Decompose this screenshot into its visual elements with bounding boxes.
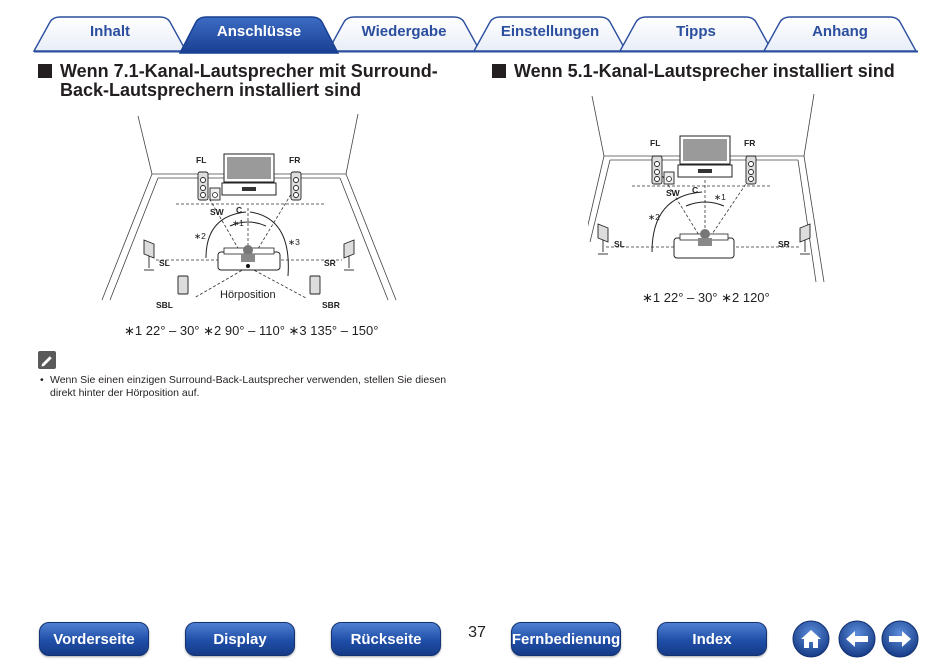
diagram-51-layout: FL FR SW C SL SR ∗1 ∗2	[588, 93, 825, 283]
tab-shape-anhang[interactable]	[762, 16, 918, 52]
tab-shape-anschluesse[interactable]	[178, 16, 340, 54]
label-sbl: SBL	[156, 300, 173, 308]
home-icon[interactable]	[792, 620, 830, 658]
label-fl: FL	[650, 138, 660, 148]
nav-button-front-panel[interactable]: Vorderseite	[39, 622, 149, 656]
nav-button-index[interactable]: Index	[657, 622, 767, 656]
nav-button-remote-control[interactable]: Fernbedienung	[511, 622, 621, 656]
sofa-listener-icon	[217, 245, 281, 271]
tv-icon	[221, 153, 277, 196]
angle-arcs	[205, 211, 289, 277]
heading-71-line1: Wenn 7.1-Kanal-Lautsprecher mit Surround…	[60, 61, 438, 81]
label-listening-position: Hörposition	[220, 289, 276, 301]
label-sbr: SBR	[322, 300, 340, 308]
tab-shape-tipps[interactable]	[618, 16, 774, 52]
subwoofer-icon	[663, 171, 675, 185]
heading-51-speakers: Wenn 5.1-Kanal-Lautsprecher installiert …	[492, 62, 922, 81]
speaker-fr-icon	[290, 171, 302, 201]
tab-shape-wiedergabe[interactable]	[326, 16, 482, 52]
speaker-sbr-icon	[309, 275, 321, 295]
tab-anschluesse[interactable]: Anschlüsse	[216, 23, 302, 40]
label-c: C	[236, 205, 242, 215]
tv-icon	[677, 135, 733, 178]
angle-legend-51: ∗1 22° – 30° ∗2 120°	[642, 290, 770, 305]
angle-arcs	[651, 191, 725, 253]
label-sr: SR	[778, 239, 790, 249]
heading-bullet-square	[492, 64, 506, 78]
label-angle-3: ∗3	[288, 237, 300, 247]
nav-button-rear-panel[interactable]: Rückseite	[331, 622, 441, 656]
label-angle-1: ∗1	[714, 192, 726, 202]
speaker-sl-icon	[597, 223, 609, 255]
label-fl: FL	[196, 155, 206, 165]
label-angle-2: ∗2	[194, 231, 206, 241]
tab-bar: Inhalt Anschlüsse Wiedergabe Einstellung…	[0, 0, 950, 56]
heading-71-line2: Back-Lautsprechern installiert sind	[60, 80, 362, 100]
label-sw: SW	[210, 207, 225, 217]
tab-tipps[interactable]: Tipps	[676, 23, 716, 40]
speaker-sl-icon	[143, 239, 155, 271]
tab-bar-frame	[32, 16, 918, 54]
label-sr: SR	[324, 258, 336, 268]
note-text: Wenn Sie einen einzigen Surround-Back-La…	[40, 374, 450, 400]
tab-shape-inhalt[interactable]	[32, 16, 188, 52]
nav-button-display[interactable]: Display	[185, 622, 295, 656]
page-number: 37	[468, 624, 486, 641]
arrow-left-icon[interactable]	[838, 620, 876, 658]
angle-legend-71: ∗1 22° – 30° ∗2 90° – 110° ∗3 135° – 150…	[124, 323, 379, 338]
subwoofer-icon	[209, 187, 221, 201]
tab-anhang[interactable]: Anhang	[812, 23, 868, 40]
pencil-note-icon	[38, 351, 56, 369]
label-fr: FR	[289, 155, 300, 165]
label-sl: SL	[614, 239, 625, 249]
room-outline	[588, 93, 825, 283]
heading-bullet-square	[38, 64, 52, 78]
room-outline	[101, 113, 397, 301]
label-angle-1: ∗1	[232, 218, 244, 228]
speaker-fl-icon	[651, 155, 663, 185]
tab-wiedergabe[interactable]: Wiedergabe	[361, 23, 447, 40]
tab-shape-einstellungen[interactable]	[472, 16, 628, 52]
label-angle-2: ∗2	[648, 212, 660, 222]
heading-51-title: Wenn 5.1-Kanal-Lautsprecher installiert …	[514, 61, 895, 81]
tab-einstellungen[interactable]: Einstellungen	[500, 23, 600, 40]
label-sw: SW	[666, 188, 681, 198]
heading-71-speakers: Wenn 7.1-Kanal-Lautsprecher mit Surround…	[38, 62, 468, 100]
arrow-right-icon[interactable]	[881, 620, 919, 658]
diagram-71-layout: FL FR SW C SL SR SBL SBR ∗1 ∗2 ∗3 Hörpos…	[101, 113, 397, 308]
speaker-sr-icon	[799, 223, 811, 255]
speaker-fr-icon	[745, 155, 757, 185]
speaker-sbl-icon	[177, 275, 189, 295]
label-c: C	[692, 185, 698, 195]
speaker-sr-icon	[343, 239, 355, 271]
speaker-fl-icon	[197, 171, 209, 201]
label-fr: FR	[744, 138, 755, 148]
tab-inhalt[interactable]: Inhalt	[90, 23, 130, 40]
sofa-listener-icon	[673, 229, 735, 259]
label-sl: SL	[159, 258, 170, 268]
